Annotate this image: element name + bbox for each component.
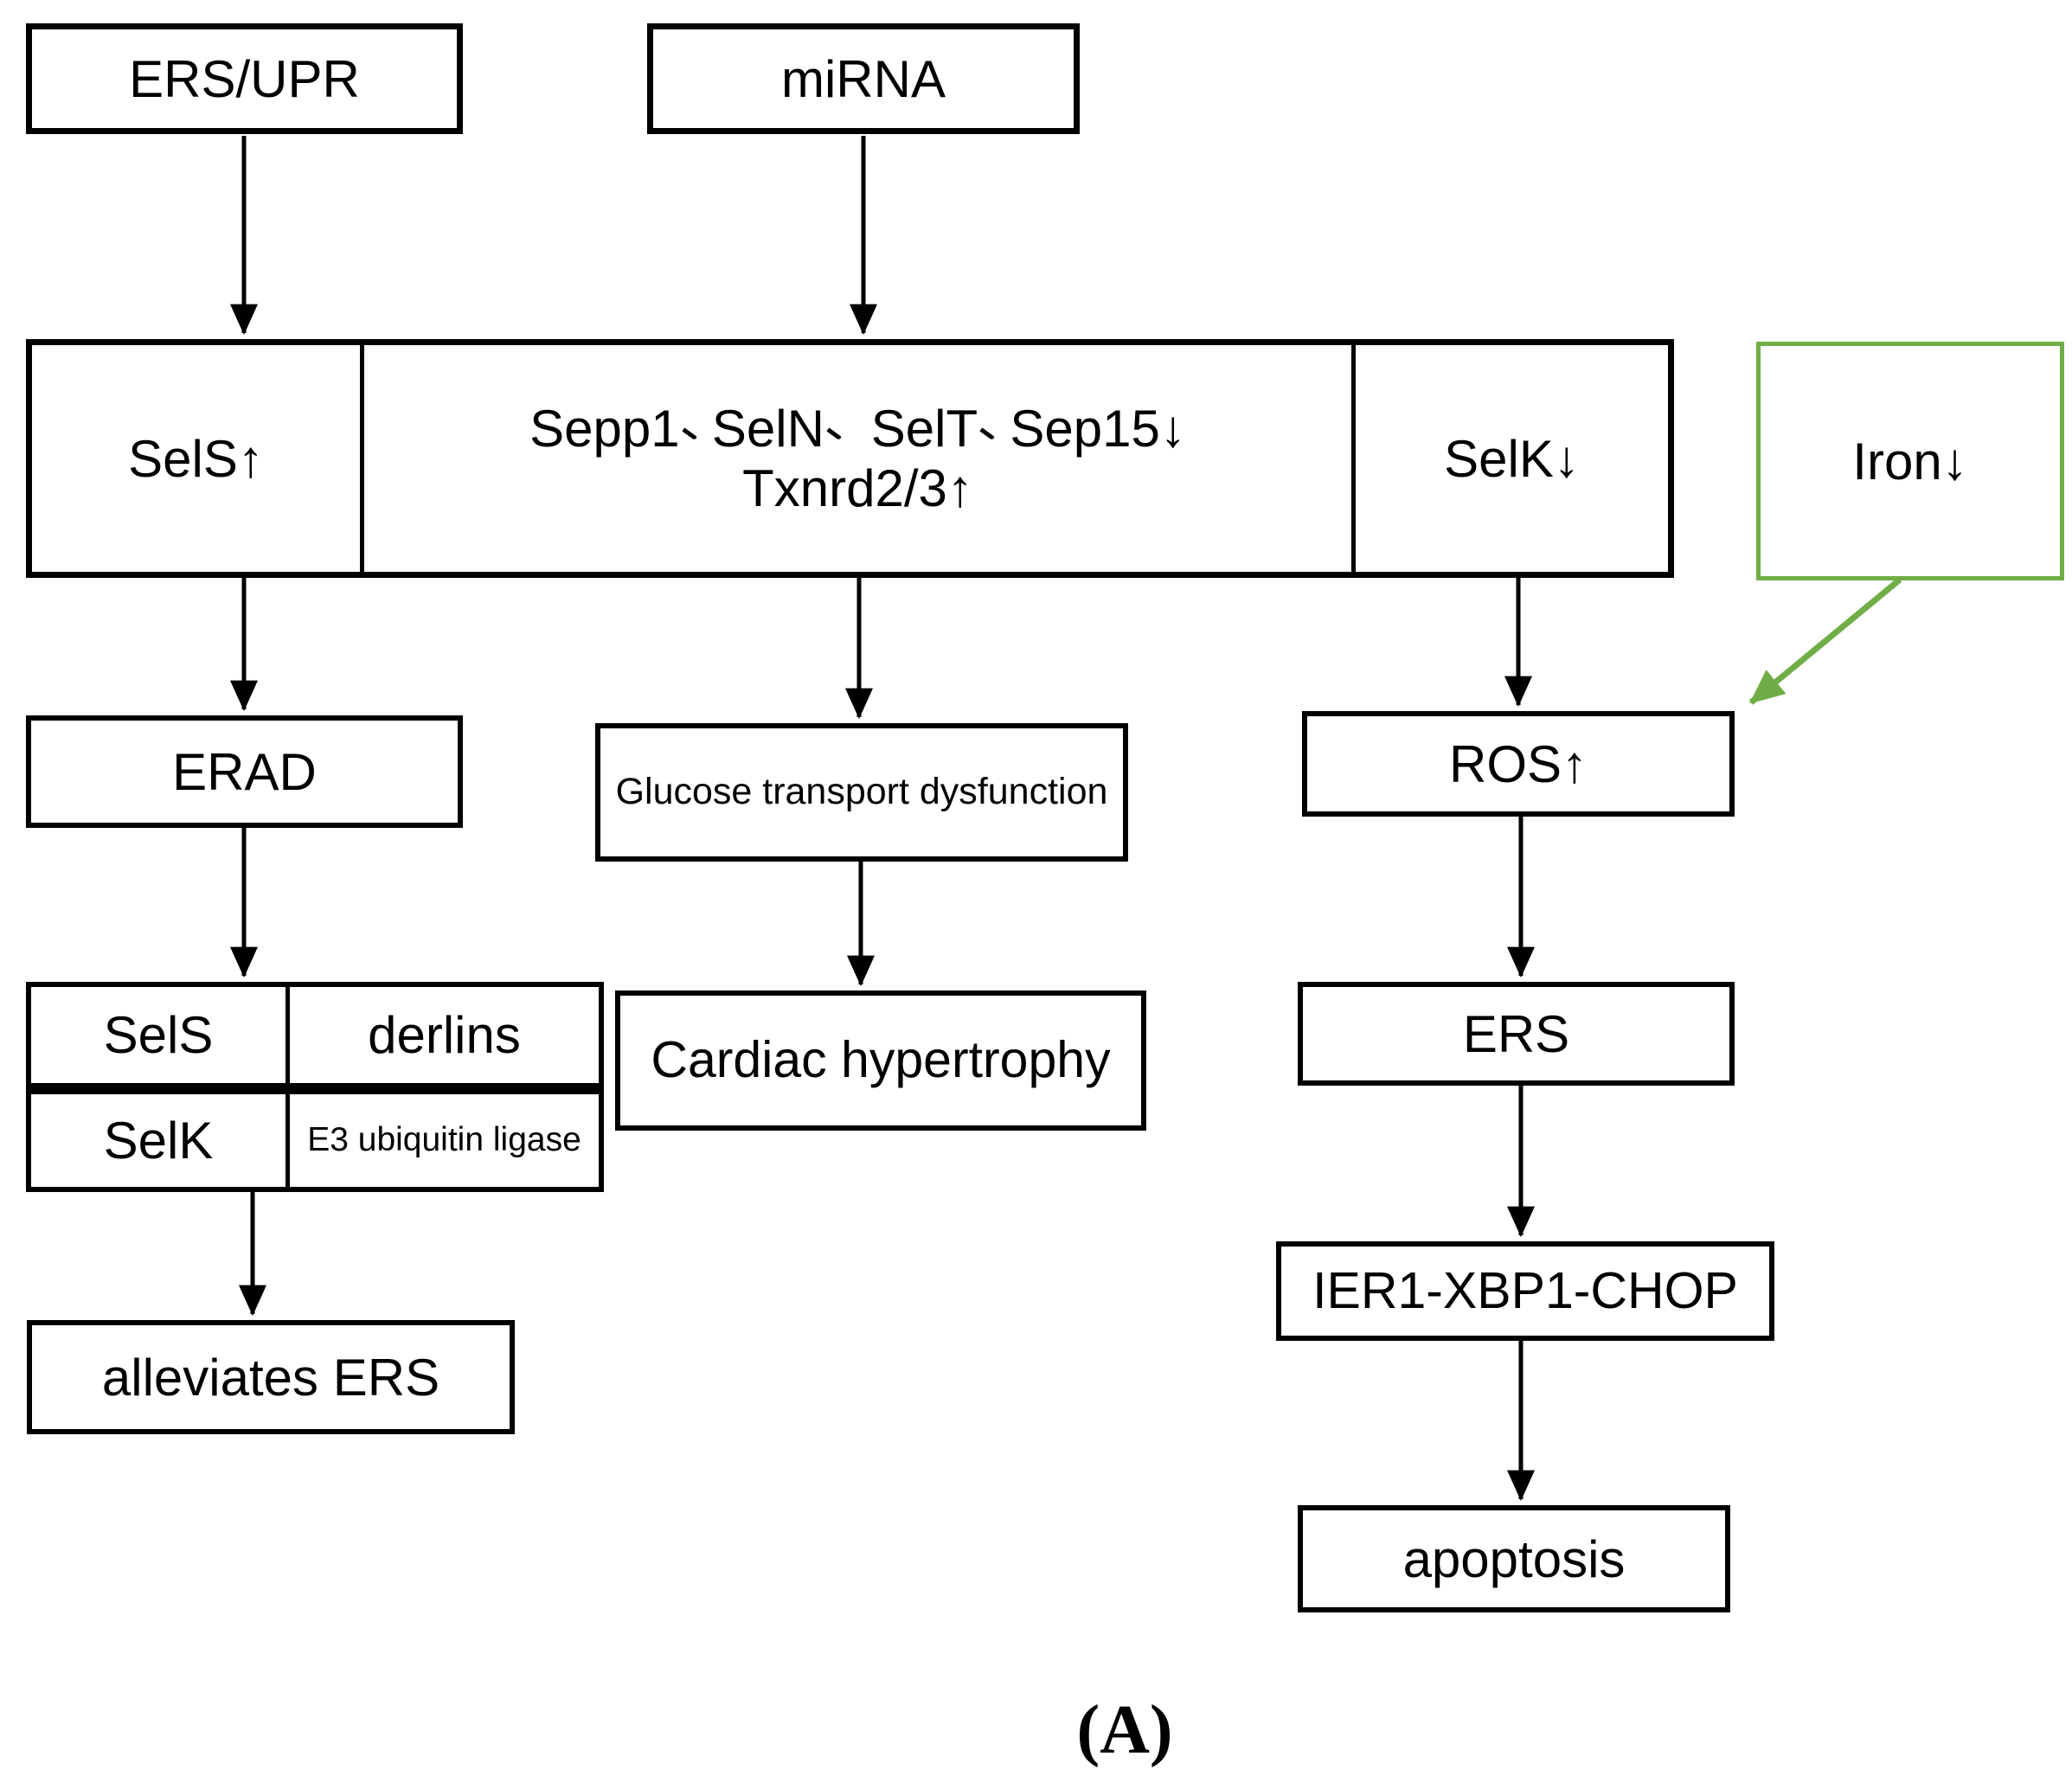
cell-sels: SelS [31,987,285,1083]
box-cardiac-label: Cardiac hypertrophy [651,1031,1111,1089]
box-glucose-transport: Glucose transport dysfunction [595,723,1128,862]
box-ers-label: ERS [1462,1004,1570,1063]
band-selk-label: SelK↓ [1444,429,1580,488]
box-ros: ROS↑ [1302,711,1735,817]
band-section-sels: SelS↑ [32,345,360,572]
box-alleviates-ers: alleviates ERS [27,1320,515,1434]
box-ier1-label: IER1-XBP1-CHOP [1312,1261,1738,1319]
cell-e3-label: E3 ubiquitin ligase [307,1121,581,1159]
band-divider-1 [360,345,364,572]
box-erad-complex-table: SelS derlins SelK E3 ubiquitin ligase [26,982,604,1192]
band-divider-2 [1351,345,1356,572]
box-apoptosis-label: apoptosis [1402,1529,1626,1588]
box-ers-upr: ERS/UPR [26,23,463,134]
ideographic-comma [680,434,712,446]
box-glucose-transport-label: Glucose transport dysfunction [615,771,1108,813]
box-ers-upr-label: ERS/UPR [129,49,360,108]
ideographic-comma [978,434,1010,446]
cell-sels-label: SelS [103,1006,214,1064]
cell-selk: SelK [31,1094,285,1187]
table-col-divider [285,987,290,1187]
cell-derlins-label: derlins [368,1006,521,1064]
box-erad: ERAD [26,715,463,828]
cell-selk-label: SelK [103,1112,214,1170]
band-section-selk: SelK↓ [1356,345,1668,572]
band-selgroup-line2: Txnrd2/3↑ [742,459,973,517]
box-mirna-label: miRNA [781,49,946,108]
box-iron: Iron↓ [1756,342,2064,580]
ideographic-comma [824,434,856,446]
box-alleviates-label: alleviates ERS [101,1348,440,1407]
table-row-divider [31,1083,599,1094]
figure-caption: (A) [1076,1691,1173,1768]
box-erad-label: ERAD [172,742,317,801]
box-iron-label: Iron↓ [1852,432,1968,490]
arrow-iron-to-ros [1748,577,1902,705]
box-mirna: miRNA [647,23,1080,134]
cell-derlins: derlins [290,987,599,1083]
box-cardiac-hypertrophy: Cardiac hypertrophy [615,990,1146,1131]
band-sels-label: SelS↑ [128,429,264,488]
box-apoptosis: apoptosis [1298,1505,1730,1612]
box-ers: ERS [1298,982,1735,1086]
box-ros-label: ROS↑ [1448,734,1588,793]
cell-e3-ubiquitin-ligase: E3 ubiquitin ligase [290,1094,599,1187]
box-ier1-xbp1-chop: IER1-XBP1-CHOP [1276,1241,1774,1341]
